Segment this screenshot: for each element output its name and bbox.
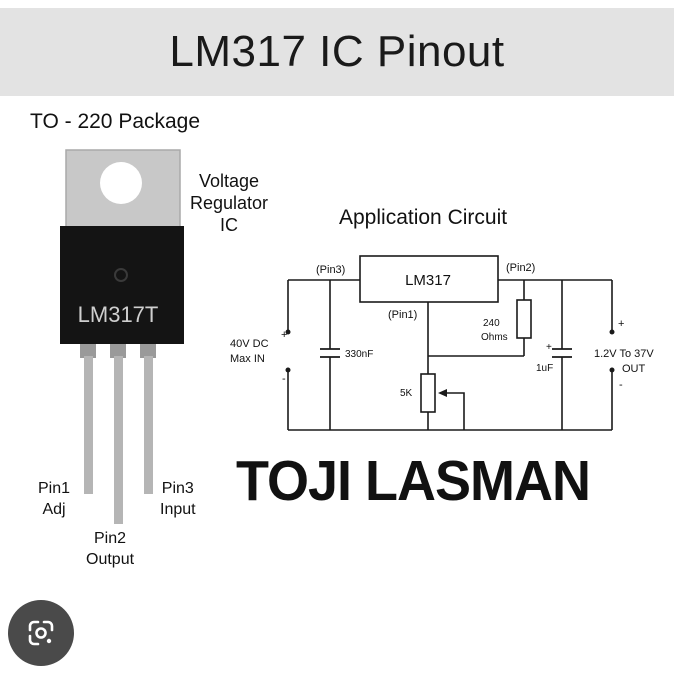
input-capacitor [320,348,340,358]
input-minus-terminal [285,367,291,373]
input-plus-sign: + [281,329,287,341]
input-minus-sign: - [282,373,286,385]
pin1-leg [84,356,93,494]
page-title: LM317 IC Pinout [169,27,505,76]
circuit-wires [287,279,613,431]
output-capacitor [552,348,572,358]
potentiometer-5k [420,373,436,413]
package-body [60,226,184,344]
pin3-circuit-label: (Pin3) [316,264,345,276]
output-cap-plus-sign: + [546,342,552,353]
pin3-leg [144,356,153,494]
google-lens-icon [28,620,54,646]
ic-label: LM317 [405,272,451,289]
pin1-label: Pin1 Adj [38,480,71,518]
pin1-circuit-label: (Pin1) [388,309,417,321]
resistor-240 [516,299,532,339]
pin1-shoulder [80,340,96,358]
lm317-block [359,255,499,303]
output-minus-sign: - [619,379,623,391]
pin2-label: Pin2 Output [86,530,135,568]
pin2-leg [114,356,123,524]
output-plus-sign: + [618,318,624,330]
output-cap-value: 1uF [536,363,553,374]
voltage-regulator-label: Voltage Regulator IC [190,171,269,235]
input-cap-value: 330nF [345,349,373,360]
application-circuit-title: Application Circuit [339,206,508,229]
header-bar: LM317 IC Pinout [0,8,674,96]
mounting-hole [100,162,142,204]
pin3-label: Pin3 Input [160,480,196,518]
pin2-shoulder [110,340,126,358]
resistor-unit: Ohms [481,332,508,343]
output-voltage-label: 1.2V To 37V [594,348,654,360]
pin3-shoulder [140,340,156,358]
package-label: TO - 220 Package [30,110,201,133]
pot-value: 5K [400,388,413,399]
output-minus-terminal [609,367,615,373]
to220-package: LM317T [60,149,184,524]
input-max-label: Max IN [230,353,265,365]
input-plus-terminal [285,329,291,335]
output-out-label: OUT [622,363,646,375]
pin2-circuit-label: (Pin2) [506,262,535,274]
output-plus-terminal [609,329,615,335]
part-marking: LM317T [78,302,159,327]
input-voltage-label: 40V DC [230,338,269,350]
watermark-text: TOJI LASMAN [236,449,591,513]
wiper-arrow-icon [438,389,447,397]
resistor-value: 240 [483,318,500,329]
pin-marker [114,268,128,282]
google-lens-button[interactable] [8,600,74,666]
